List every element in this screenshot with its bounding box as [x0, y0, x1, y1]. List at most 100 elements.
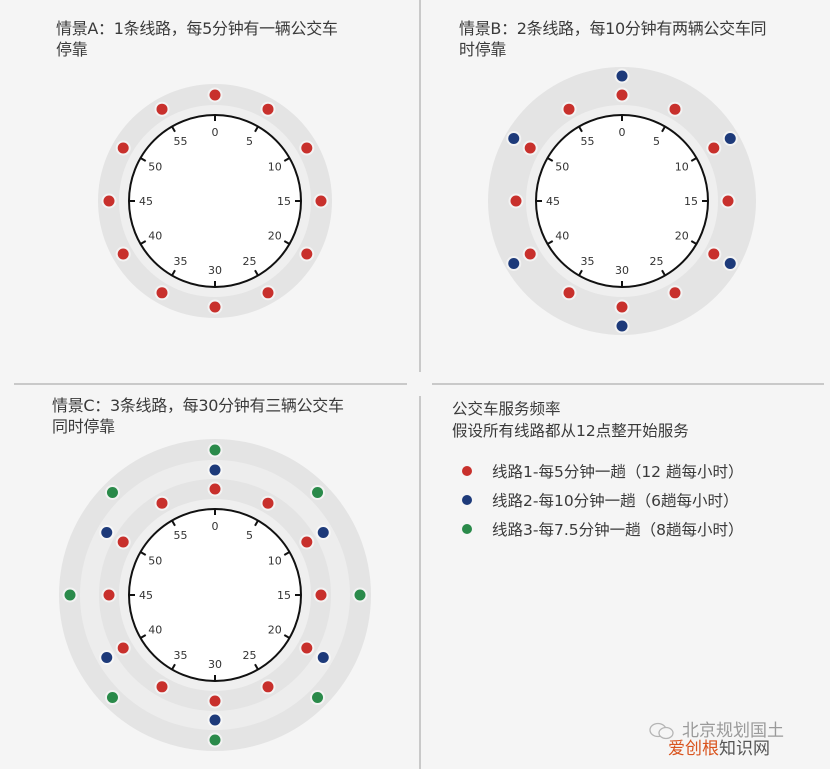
bus-dot-icon — [209, 301, 221, 313]
legend-item-route3: 线路3-每7.5分钟一趟（8趟每小时） — [452, 514, 743, 543]
scenario-c-title-line2: 同时停靠 — [52, 417, 115, 436]
tick-label: 10 — [268, 161, 282, 174]
tick-label: 20 — [268, 624, 282, 637]
clock-face — [535, 114, 709, 288]
tick-label: 5 — [246, 135, 253, 148]
tick-label: 30 — [615, 264, 629, 277]
bus-dot-icon — [312, 486, 324, 498]
bus-dot-icon — [117, 248, 129, 260]
legend-item-route2: 线路2-每10分钟一趟（6趟每小时） — [452, 485, 743, 514]
scenario-b-title: 情景B：2条线路，每10分钟有两辆公交车同 时停靠 — [459, 18, 767, 60]
scenario-b-title-line1: 情景B：2条线路，每10分钟有两辆公交车同 — [459, 19, 767, 38]
bus-dot-icon — [117, 536, 129, 548]
legend-label-route1: 线路1-每5分钟一趟（12 趟每小时） — [492, 462, 744, 481]
scenario-c-title-line1: 情景C：3条线路，每30分钟有三辆公交车 — [52, 396, 344, 415]
tick-label: 10 — [675, 161, 689, 174]
bus-dot-icon — [103, 195, 115, 207]
horizontal-divider-left — [14, 383, 407, 385]
tick-label: 5 — [246, 529, 253, 542]
bus-dot-icon — [524, 142, 536, 154]
tick-label: 50 — [148, 555, 162, 568]
watermark-line1: 北京规划国土 — [682, 721, 784, 741]
bus-dot-icon — [708, 248, 720, 260]
tick-label: 30 — [208, 658, 222, 671]
horizontal-divider-right — [432, 383, 824, 385]
bus-dot-icon — [510, 195, 522, 207]
tick-label: 30 — [208, 264, 222, 277]
tick-label: 25 — [243, 255, 257, 268]
bus-dot-icon — [317, 527, 329, 538]
bus-dot-icon — [508, 258, 520, 269]
scenario-c-title: 情景C：3条线路，每30分钟有三辆公交车 同时停靠 — [52, 395, 344, 437]
tick-label: 0 — [212, 126, 219, 139]
tick-label: 20 — [675, 230, 689, 243]
tick-label: 45 — [546, 195, 560, 208]
legend-item-route1: 线路1-每5分钟一趟（12 趟每小时） — [452, 456, 743, 485]
tick-label: 20 — [268, 230, 282, 243]
vertical-divider-bottom — [419, 396, 421, 769]
scenario-a-title-line1: 情景A：1条线路，每5分钟有一辆公交车 — [56, 19, 338, 38]
tick-label: 15 — [277, 589, 291, 602]
tick-label: 10 — [268, 555, 282, 568]
tick-label: 35 — [174, 649, 188, 662]
bus-dot-icon — [209, 89, 221, 101]
bus-dot-icon — [524, 248, 536, 260]
bus-dot-icon — [209, 444, 221, 456]
tick-label: 25 — [650, 255, 664, 268]
bus-dot-icon — [616, 320, 628, 332]
tick-label: 40 — [555, 230, 569, 243]
scenario-a-title: 情景A：1条线路，每5分钟有一辆公交车 停靠 — [56, 18, 338, 60]
bus-dot-icon — [117, 142, 129, 154]
bus-dot-icon — [101, 652, 113, 663]
watermark-rest: 知识网 — [719, 739, 770, 759]
bus-dot-icon — [722, 195, 734, 207]
bus-dot-icon — [106, 692, 118, 704]
tick-label: 35 — [174, 255, 188, 268]
legend-label-route3: 线路3-每7.5分钟一趟（8趟每小时） — [492, 520, 744, 539]
bus-dot-icon — [209, 483, 221, 495]
bus-dot-icon — [317, 652, 329, 663]
bus-dot-icon — [616, 89, 628, 101]
bus-dot-icon — [262, 287, 274, 299]
bus-dot-icon — [315, 195, 327, 207]
bus-dot-icon — [262, 497, 274, 509]
tick-label: 55 — [174, 135, 188, 148]
bus-dot-icon — [616, 70, 628, 82]
route3-dot-icon — [462, 523, 472, 534]
tick-label: 25 — [243, 649, 257, 662]
legend-label-route2: 线路2-每10分钟一趟（6趟每小时） — [492, 491, 739, 510]
tick-label: 50 — [148, 161, 162, 174]
bus-dot-icon — [262, 103, 274, 115]
bus-dot-icon — [301, 248, 313, 260]
bus-dot-icon — [64, 589, 76, 601]
bus-dot-icon — [724, 258, 736, 269]
wechat-icon — [649, 722, 674, 740]
bus-dot-icon — [669, 103, 681, 115]
bus-dot-icon — [354, 589, 366, 601]
legend: 公交车服务频率 假设所有线路都从12点整开始服务 线路1-每5分钟一趟（12 趟… — [452, 398, 743, 543]
bus-dot-icon — [508, 133, 520, 144]
bus-dot-icon — [315, 589, 327, 601]
bus-dot-icon — [101, 527, 113, 538]
scenario-b-title-line2: 时停靠 — [459, 40, 507, 59]
bus-dot-icon — [156, 287, 168, 299]
bus-dot-icon — [156, 497, 168, 509]
scenario-a-title-line2: 停靠 — [56, 40, 88, 59]
tick-label: 0 — [619, 126, 626, 139]
bus-dot-icon — [312, 692, 324, 704]
bus-dot-icon — [209, 464, 221, 476]
legend-heading: 公交车服务频率 — [452, 400, 561, 418]
tick-label: 35 — [581, 255, 595, 268]
legend-list: 线路1-每5分钟一趟（12 趟每小时） 线路2-每10分钟一趟（6趟每小时） 线… — [452, 456, 743, 543]
tick-label: 45 — [139, 195, 153, 208]
bus-dot-icon — [209, 695, 221, 707]
bus-dot-icon — [106, 486, 118, 498]
bus-dot-icon — [103, 589, 115, 601]
clock-face — [128, 508, 302, 682]
route1-dot-icon — [462, 465, 472, 476]
vertical-divider-top — [419, 0, 421, 372]
bus-dot-icon — [209, 714, 221, 726]
bus-dot-icon — [724, 133, 736, 144]
bus-dot-icon — [563, 103, 575, 115]
watermark: 北京规划国土 爱创根知识网 — [648, 722, 784, 758]
